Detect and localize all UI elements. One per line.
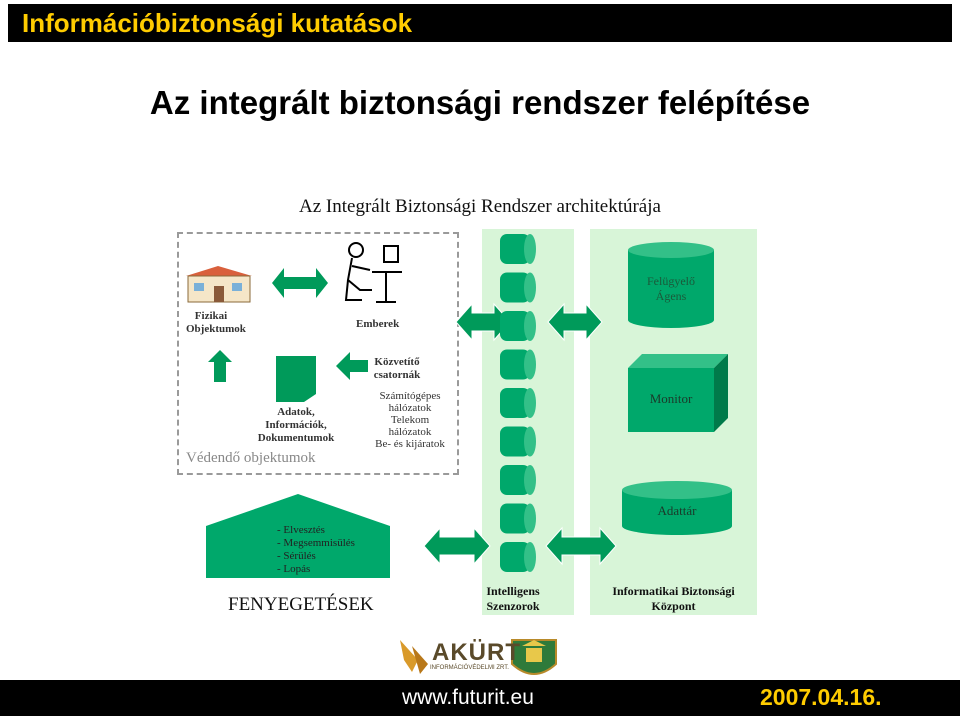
sensor-cylinder bbox=[500, 349, 536, 380]
threats-list: - Elvesztés - Megsemmisülés - Sérülés - … bbox=[277, 524, 355, 576]
channels-title-line-2: csatornák bbox=[373, 369, 421, 381]
threats-label: FENYEGETÉSEK bbox=[228, 594, 374, 615]
threat-item-1: - Elvesztés bbox=[277, 524, 325, 536]
channels-item-4: hálózatok bbox=[388, 426, 432, 438]
footer-url[interactable]: www.futurit.eu bbox=[402, 686, 534, 709]
sensor-cylinder bbox=[500, 234, 536, 264]
slide-title: Az integrált biztonsági rendszer felépít… bbox=[149, 84, 811, 121]
protected-objects-label: Védendő objektumok bbox=[186, 450, 316, 466]
monitor-label: Monitor bbox=[649, 391, 693, 406]
threat-item-3: - Sérülés bbox=[277, 550, 316, 562]
sensor-stack bbox=[500, 234, 536, 572]
protected-objects-box bbox=[177, 232, 459, 475]
akurt-logo-subtext: INFORMÁCIÓVÉDELMI ZRT. bbox=[430, 665, 509, 671]
header-bar: Információbiztonsági kutatások bbox=[8, 4, 952, 42]
sensors-label-line-1: Intelligens bbox=[486, 584, 540, 598]
double-arrow-threats-sensors bbox=[423, 526, 491, 566]
header-title: Információbiztonsági kutatások bbox=[22, 8, 413, 38]
sensor-cylinder bbox=[500, 388, 536, 418]
monitor-icon bbox=[628, 354, 728, 432]
double-arrow-physical-people bbox=[272, 268, 328, 298]
security-center-label: Informatikai Biztonsági Központ bbox=[590, 584, 757, 614]
footer-bar bbox=[0, 680, 960, 716]
double-arrow-sensors-repository bbox=[545, 526, 617, 566]
threat-item-2: - Megsemmisülés bbox=[277, 537, 355, 549]
channels-list: Számítógépes hálózatok Telekom hálózatok… bbox=[370, 390, 450, 450]
channels-item-5: Be- és kijáratok bbox=[375, 438, 445, 450]
double-arrow-sensors-center bbox=[547, 302, 603, 342]
sensor-cylinder bbox=[500, 542, 536, 572]
akurt-logo-text: AKÜRT bbox=[432, 639, 521, 666]
university-crest-icon bbox=[511, 639, 557, 675]
threat-item-4: - Lopás bbox=[277, 563, 311, 575]
sensor-cylinder bbox=[500, 426, 536, 457]
sensor-cylinder bbox=[500, 311, 536, 341]
channels-item-3: Telekom bbox=[390, 414, 430, 426]
sensor-cylinder bbox=[500, 465, 536, 495]
supervisor-agent-line-2: Ágens bbox=[655, 289, 687, 303]
channels-item-2: hálózatok bbox=[388, 402, 432, 414]
data-docs-label: Adatok, Információk, Dokumentumok bbox=[256, 406, 336, 445]
akurt-logo bbox=[400, 640, 428, 674]
sensor-cylinder bbox=[500, 272, 536, 303]
supervisor-agent-icon bbox=[628, 242, 714, 328]
sensor-cylinder bbox=[500, 503, 536, 534]
security-center-line-1: Informatikai Biztonsági bbox=[612, 584, 735, 598]
footer-date: 2007.04.16. bbox=[760, 684, 882, 710]
supervisor-agent-line-1: Felügyelő bbox=[647, 274, 695, 288]
channels-item-1: Számítógépes bbox=[379, 390, 441, 402]
physical-objects-line-1: Fizikai bbox=[194, 310, 228, 322]
repository-icon bbox=[622, 481, 732, 535]
data-docs-line-3: Dokumentumok bbox=[257, 432, 335, 444]
channels-title: Közvetítő csatornák bbox=[372, 356, 422, 382]
supervisor-agent-label: Felügyelő Ágens bbox=[628, 274, 714, 304]
physical-objects-label: Fizikai Objektumok bbox=[186, 310, 246, 336]
threats-arrow bbox=[206, 494, 390, 578]
channels-title-line-1: Közvetítő bbox=[374, 356, 420, 368]
arrow-up-physical bbox=[208, 350, 232, 382]
slide-subtitle: Az Integrált Biztonsági Rendszer archite… bbox=[299, 196, 661, 217]
sensors-label: Intelligens Szenzorok bbox=[482, 584, 544, 614]
document-icon bbox=[276, 356, 316, 402]
people-label: Emberek bbox=[356, 318, 400, 330]
sensors-label-line-2: Szenzorok bbox=[486, 599, 540, 613]
repository-label: Adattár bbox=[657, 503, 697, 518]
data-docs-line-2: Információk, bbox=[265, 419, 327, 431]
arrow-left-channels bbox=[336, 352, 368, 380]
house-icon bbox=[186, 266, 252, 303]
physical-objects-line-2: Objektumok bbox=[186, 323, 246, 335]
data-docs-line-1: Adatok, bbox=[277, 406, 315, 418]
person-computer-icon bbox=[344, 242, 402, 303]
security-center-line-2: Központ bbox=[651, 599, 696, 613]
